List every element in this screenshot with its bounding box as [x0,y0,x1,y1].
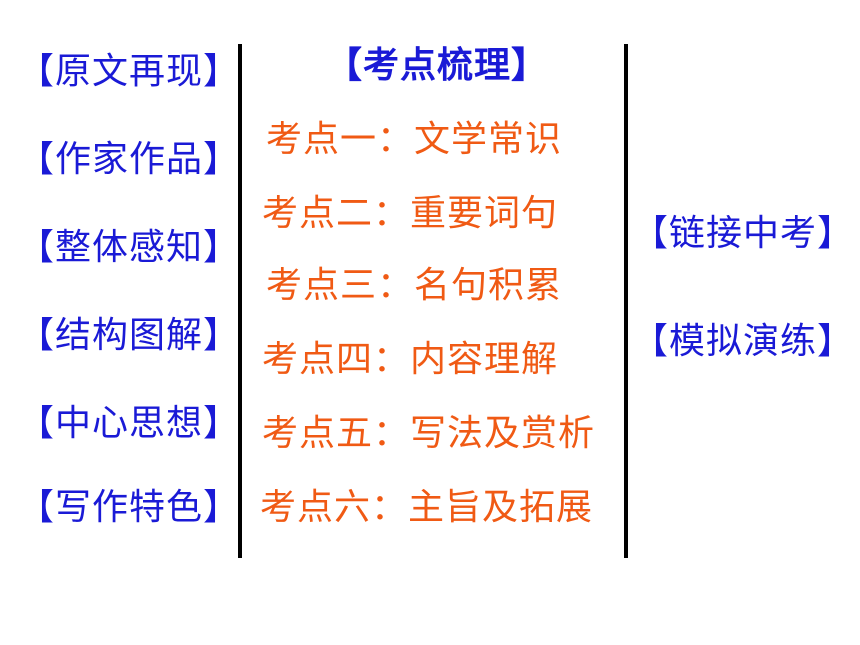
right-divider [624,44,628,558]
left-divider [238,44,242,558]
section-title[interactable]: 【考点梳理】 [326,45,549,86]
menu-link-author-works[interactable]: 【作家作品】 [18,139,241,180]
exam-point-1[interactable]: 考点一：文学常识 [266,119,563,160]
menu-link-overall-perception[interactable]: 【整体感知】 [18,227,241,268]
menu-link-exam-connection[interactable]: 【链接中考】 [632,213,855,254]
menu-link-central-idea[interactable]: 【中心思想】 [18,403,241,444]
exam-point-2[interactable]: 考点二：重要词句 [262,193,559,234]
exam-point-6[interactable]: 考点六：主旨及拓展 [260,487,594,528]
exam-point-4[interactable]: 考点四：内容理解 [262,339,559,380]
menu-link-mock-practice[interactable]: 【模拟演练】 [632,321,855,362]
menu-link-original-text[interactable]: 【原文再现】 [18,51,241,92]
menu-link-writing-features[interactable]: 【写作特色】 [18,487,241,528]
menu-link-structure-diagram[interactable]: 【结构图解】 [18,315,241,356]
exam-point-5[interactable]: 考点五：写法及赏析 [262,413,596,454]
exam-point-3[interactable]: 考点三：名句积累 [266,265,563,306]
